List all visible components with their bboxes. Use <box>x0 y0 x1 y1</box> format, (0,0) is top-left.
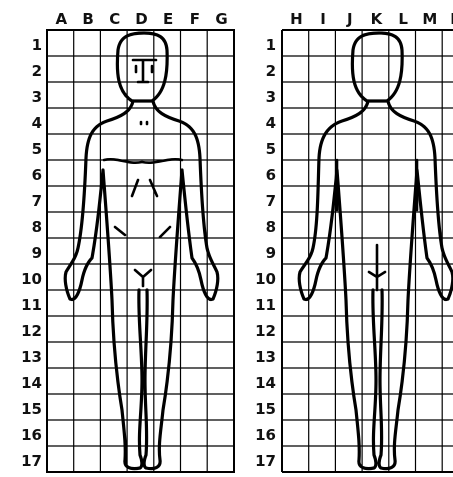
row-label: 5 <box>266 140 276 158</box>
column-label: J <box>346 10 353 28</box>
row-label: 13 <box>255 348 276 366</box>
row-label: 10 <box>255 270 276 288</box>
row-label: 10 <box>21 270 42 288</box>
row-label: 7 <box>266 192 276 210</box>
column-label: I <box>320 10 326 28</box>
row-label: 12 <box>21 322 42 340</box>
column-label: E <box>163 10 173 28</box>
row-label: 16 <box>255 426 276 444</box>
row-label: 4 <box>32 114 42 132</box>
row-label: 6 <box>32 166 42 184</box>
front-chest-line <box>104 122 182 163</box>
column-label: C <box>109 10 120 28</box>
back-body-figure <box>299 33 453 469</box>
row-label: 11 <box>21 296 42 314</box>
row-label: 14 <box>21 374 42 392</box>
row-label: 13 <box>21 348 42 366</box>
front-body-figure <box>65 33 218 469</box>
row-label: 3 <box>266 88 276 106</box>
row-label: 1 <box>32 36 42 54</box>
front-groin <box>135 270 151 286</box>
row-label: 9 <box>32 244 42 262</box>
front-face-features <box>133 60 156 82</box>
back-column-labels: HIJKLMN <box>290 10 453 28</box>
row-label: 11 <box>255 296 276 314</box>
row-label: 8 <box>266 218 276 236</box>
row-label: 9 <box>266 244 276 262</box>
back-body-left-side <box>299 101 376 469</box>
row-label: 15 <box>21 400 42 418</box>
front-body-left-side <box>65 101 142 469</box>
row-label: 15 <box>255 400 276 418</box>
row-label: 14 <box>255 374 276 392</box>
row-label: 17 <box>255 452 276 470</box>
column-label: K <box>371 10 384 28</box>
column-label: L <box>398 10 408 28</box>
column-label: G <box>215 10 227 28</box>
column-label: M <box>422 10 437 28</box>
row-label: 1 <box>266 36 276 54</box>
back-shoulder-blades <box>337 160 417 210</box>
row-label: 12 <box>255 322 276 340</box>
column-label: A <box>56 10 68 28</box>
row-label: 6 <box>266 166 276 184</box>
row-label: 4 <box>266 114 276 132</box>
front-abdomen-lines <box>115 180 170 237</box>
column-label: B <box>82 10 93 28</box>
column-label: F <box>190 10 200 28</box>
row-label: 7 <box>32 192 42 210</box>
back-head <box>352 33 402 101</box>
column-label: H <box>290 10 303 28</box>
back-spine-buttocks <box>369 245 385 290</box>
row-label: 5 <box>32 140 42 158</box>
row-label: 2 <box>32 62 42 80</box>
row-label: 8 <box>32 218 42 236</box>
row-label: 16 <box>21 426 42 444</box>
column-label: D <box>135 10 147 28</box>
row-label: 2 <box>266 62 276 80</box>
row-label: 17 <box>21 452 42 470</box>
row-label: 3 <box>32 88 42 106</box>
